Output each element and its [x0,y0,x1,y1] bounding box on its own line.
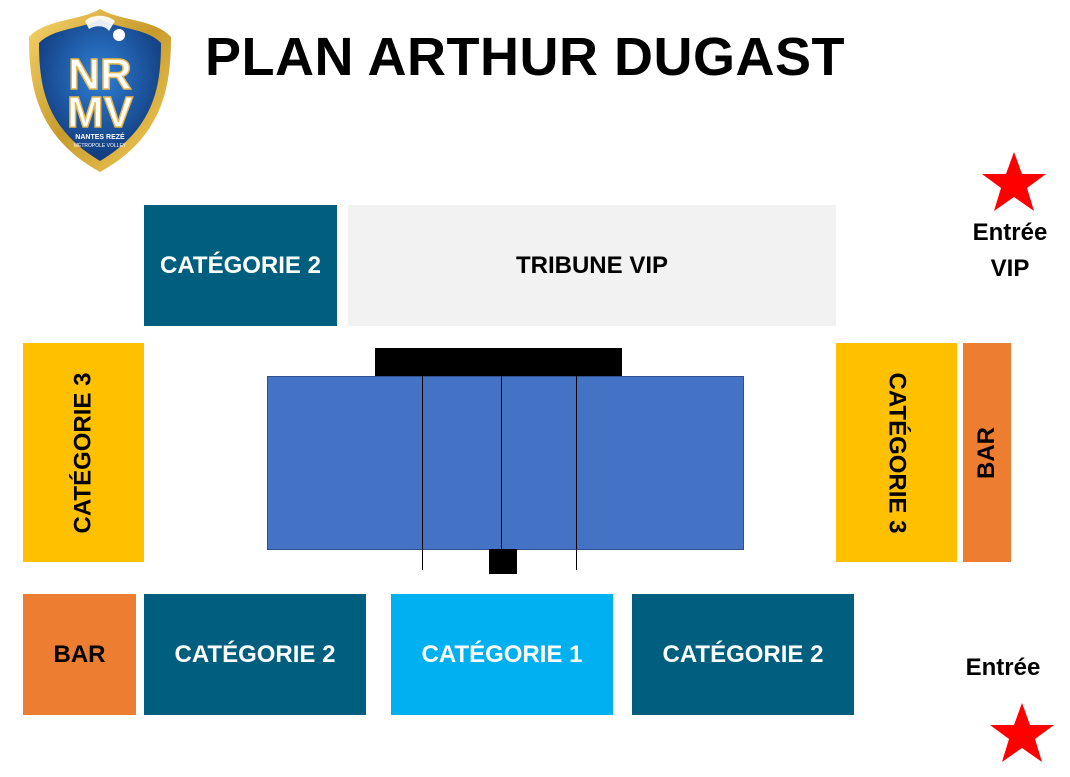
section-bottom-category-1[interactable]: CATÉGORIE 1 [391,594,613,715]
court-line-left [422,376,423,570]
section-right-bar[interactable]: BAR [963,343,1011,562]
vip-entrance-line1: Entrée [972,219,1048,246]
section-label: CATÉGORIE 2 [174,640,336,668]
nrmv-logo: NR MV NANTES REZÉ MÉTROPOLE VOLLEY [29,9,171,172]
section-label: TRIBUNE VIP [515,251,668,279]
section-bottom-bar[interactable]: BAR [23,594,136,715]
section-tribune-vip[interactable]: TRIBUNE VIP [348,205,836,326]
section-label: BAR [973,426,1000,479]
logo-caption-line2: MÉTROPOLE VOLLEY [74,142,127,149]
logo-caption-line1: NANTES REZÉ [75,132,125,141]
main-entrance-star-icon [990,703,1054,762]
section-label: CATÉGORIE 3 [69,372,97,533]
court-top-bench [375,348,622,376]
court-referee-stand [489,549,517,574]
section-label: CATÉGORIE 2 [662,640,824,668]
main-entrance-label: Entrée [965,654,1041,681]
logo-letters-bottom: MV [67,88,134,137]
page-title: PLAN ARTHUR DUGAST [205,27,845,87]
section-label: CATÉGORIE 3 [883,372,911,533]
section-label: CATÉGORIE 1 [421,640,583,668]
logo-letters-top: NR [68,50,132,99]
vip-entrance-star-icon [982,152,1046,211]
section-bottom-category-2-right[interactable]: CATÉGORIE 2 [632,594,854,715]
section-left-category-3[interactable]: CATÉGORIE 3 [23,343,144,562]
court [267,376,744,550]
court-line-right [576,376,577,570]
section-bottom-category-2-left[interactable]: CATÉGORIE 2 [144,594,366,715]
section-label: CATÉGORIE 2 [160,251,321,279]
court-center-line [501,376,502,550]
vip-entrance-label: Entrée VIP [960,215,1060,287]
section-top-category-2[interactable]: CATÉGORIE 2 [144,205,337,326]
section-label: BAR [53,640,106,668]
vip-entrance-line2: VIP [990,255,1030,282]
section-right-category-3[interactable]: CATÉGORIE 3 [836,343,957,562]
